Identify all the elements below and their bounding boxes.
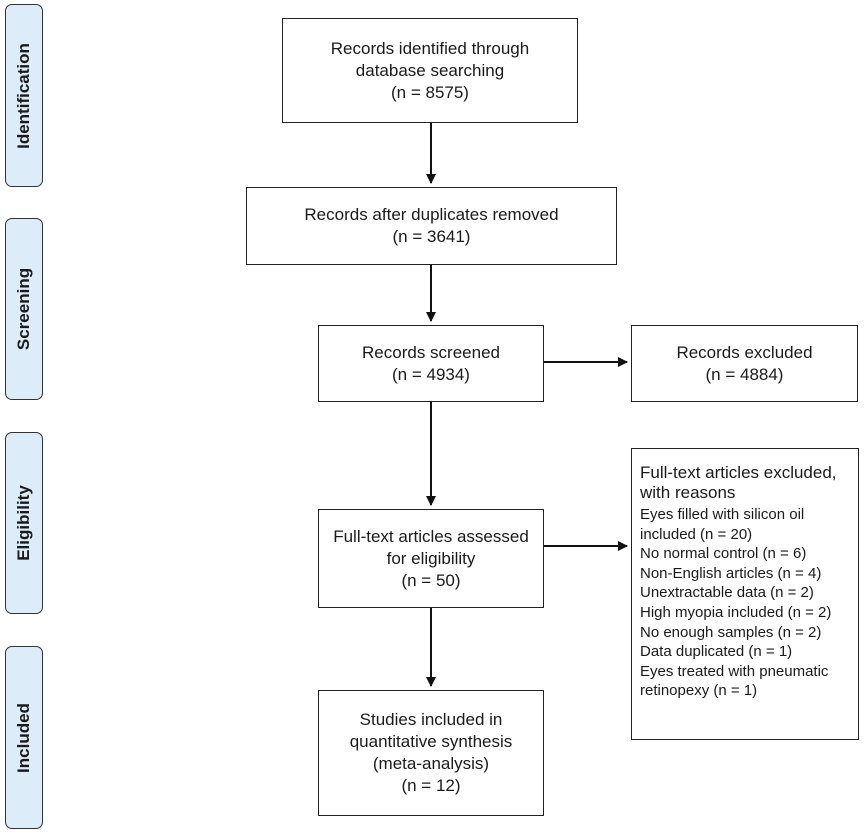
- records-deduplicated-box: Records after duplicates removed (n = 36…: [246, 187, 617, 265]
- box-count: (n = 12): [401, 776, 461, 795]
- box-text: database searching: [355, 60, 505, 80]
- stage-eligibility: Eligibility: [5, 432, 43, 614]
- exclusion-reason: No enough samples (n = 2): [640, 623, 822, 641]
- box-text: Full-text articles assessed: [333, 526, 529, 546]
- box-text: for eligibility: [386, 548, 476, 568]
- box-heading: with reasons: [640, 483, 736, 502]
- exclusion-reason: No normal control (n = 6): [640, 545, 807, 563]
- stage-screening: Screening: [5, 218, 43, 400]
- box-count: (n = 4934): [392, 364, 470, 384]
- exclusion-reason: High myopia included (n = 2): [640, 603, 832, 621]
- box-count: (n = 50): [401, 570, 461, 590]
- exclusion-reason: included (n = 20): [640, 525, 753, 543]
- stage-identification: Identification: [5, 4, 43, 187]
- records-screened-box: Records screened (n = 4934): [318, 325, 544, 402]
- box-heading: Full-text articles excluded,: [640, 463, 837, 482]
- box-text: (meta-analysis): [372, 754, 490, 773]
- box-text: quantitative synthesis: [349, 732, 513, 751]
- records-excluded-box: Records excluded (n = 4884): [631, 325, 858, 402]
- box-text: Records screened: [362, 342, 500, 362]
- box-count: (n = 3641): [392, 227, 471, 246]
- fulltext-assessed-box: Full-text articles assessed for eligibil…: [318, 509, 544, 608]
- exclusion-reason: Eyes treated with pneumatic: [640, 662, 829, 680]
- box-count: (n = 8575): [391, 82, 469, 102]
- exclusion-reason: Non-English articles (n = 4): [640, 564, 822, 582]
- studies-included-box: Studies included in quantitative synthes…: [318, 690, 544, 816]
- box-text: Records after duplicates removed: [304, 205, 559, 224]
- box-count: (n = 4884): [705, 364, 784, 384]
- box-text: Records identified through: [330, 38, 530, 58]
- exclusion-reason: Eyes filled with silicon oil: [640, 506, 805, 523]
- box-text: Studies included in: [359, 710, 503, 729]
- stage-included: Included: [5, 646, 43, 829]
- exclusion-reason: Unextractable data (n = 2): [640, 584, 814, 602]
- fulltext-excluded-box: Full-text articles excluded, with reason…: [631, 448, 859, 740]
- exclusion-reason: Data duplicated (n = 1): [640, 643, 793, 661]
- records-identified-box: Records identified through database sear…: [282, 18, 578, 123]
- exclusion-reason: retinopexy (n = 1): [640, 682, 758, 700]
- box-text: Records excluded: [676, 342, 813, 362]
